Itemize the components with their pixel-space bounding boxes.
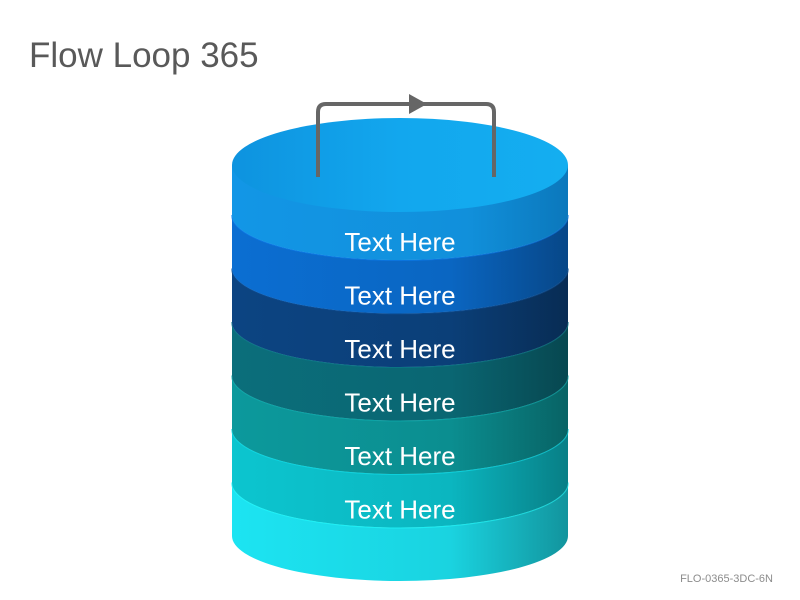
layer-band (232, 322, 568, 421)
footer-code: FLO-0365-3DC-6N (680, 573, 773, 585)
loop-arrow-top (316, 94, 496, 177)
layer-label: Text Here (344, 441, 455, 471)
page-title: Flow Loop 365 (29, 36, 259, 75)
layer-band (232, 482, 568, 581)
layer-label: Text Here (344, 388, 455, 418)
top-disc-face (232, 118, 568, 212)
layer-label: Text Here (344, 495, 455, 525)
layer-label: Text Here (344, 227, 455, 257)
layer-band (232, 215, 568, 314)
layer-label: Text Here (344, 281, 455, 311)
layer-band (232, 375, 568, 474)
layer-label: Text Here (344, 334, 455, 364)
layer-band (232, 429, 568, 528)
layer-band (232, 268, 568, 367)
arrow-right-head-icon (409, 94, 427, 114)
